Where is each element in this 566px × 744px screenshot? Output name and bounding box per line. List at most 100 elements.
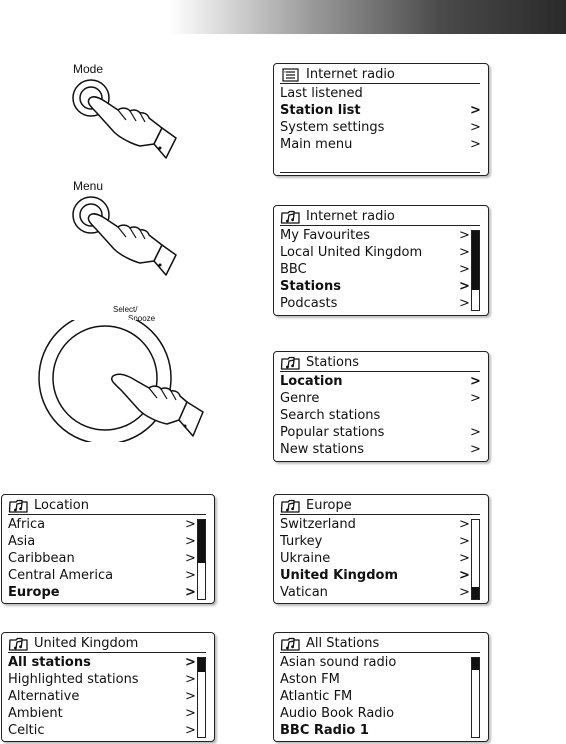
- scrollbar[interactable]: [471, 230, 480, 311]
- menu-item-label: Podcasts: [280, 296, 338, 311]
- screen-header-title: Internet radio: [306, 209, 395, 224]
- menu-item-label: Switzerland: [280, 517, 356, 532]
- scrollbar-thumb[interactable]: [198, 658, 205, 673]
- scrollbar-thumb[interactable]: [472, 658, 479, 670]
- chevron-right-icon: >: [470, 442, 481, 457]
- menu-item-selected[interactable]: Europe>: [8, 584, 206, 601]
- screen-header-title: All Stations: [306, 636, 380, 651]
- scrollbar-thumb[interactable]: [472, 231, 479, 291]
- menu-item-label: My Favourites: [280, 228, 371, 243]
- menu-item-label: Ukraine: [280, 551, 331, 566]
- scrollbar[interactable]: [471, 657, 480, 738]
- menu-item[interactable]: Main menu>: [280, 136, 481, 153]
- menu-item-label: Last listened: [280, 86, 363, 101]
- menu-list: Switzerland>Turkey>Ukraine>United Kingdo…: [280, 516, 480, 601]
- menu-item[interactable]: Asian sound radio: [280, 654, 480, 671]
- menu-item-label: Location: [280, 374, 343, 389]
- menu-list: Africa>Asia>Caribbean>Central America>Eu…: [8, 516, 206, 601]
- menu-item[interactable]: Vatican>: [280, 584, 480, 601]
- mode-button-press-illustration: [72, 79, 177, 159]
- menu-item[interactable]: My Favourites >: [280, 227, 480, 244]
- menu-item[interactable]: Search stations: [280, 407, 480, 424]
- chevron-right-icon: >: [185, 655, 196, 670]
- scrollbar-thumb[interactable]: [472, 587, 479, 599]
- menu-item-selected[interactable]: Location >: [280, 373, 481, 390]
- folder-music-icon: [8, 499, 30, 513]
- menu-item-selected[interactable]: All stations >: [8, 654, 206, 671]
- menu-item-label: Stations: [280, 279, 341, 294]
- pressing-hand-icon: [87, 96, 177, 159]
- chevron-right-icon: >: [185, 723, 196, 738]
- menu-item[interactable]: Atlantic FM: [280, 688, 480, 705]
- menu-item-label: Vatican: [280, 585, 328, 600]
- menu-item[interactable]: Local United Kingdom>: [280, 244, 480, 261]
- pressing-hand-icon: [110, 373, 204, 437]
- chevron-right-icon: >: [470, 391, 481, 406]
- menu-item-selected[interactable]: Station list>: [280, 102, 481, 119]
- menu-item-label: Celtic: [8, 723, 45, 738]
- menu-item[interactable]: Highlighted stations>: [8, 671, 206, 688]
- screen-header-title: Europe: [306, 498, 352, 513]
- menu-item[interactable]: Caribbean>: [8, 550, 206, 567]
- menu-item-label: Popular stations: [280, 425, 385, 440]
- screen-header: Stations: [280, 354, 480, 372]
- screen-header-title: Location: [34, 498, 89, 513]
- snooze-label: Snooze: [128, 314, 156, 323]
- header-gradient-bar: [0, 0, 566, 34]
- chevron-right-icon: >: [470, 374, 481, 389]
- scrollbar[interactable]: [197, 657, 206, 738]
- menu-item-label: BBC: [280, 262, 307, 277]
- scrollbar[interactable]: [197, 519, 206, 600]
- menu-item[interactable]: Podcasts>: [280, 295, 480, 312]
- chevron-right-icon: >: [459, 262, 470, 277]
- chevron-right-icon: >: [185, 689, 196, 704]
- screen-header: All Stations: [280, 635, 480, 653]
- menu-item-label: Local United Kingdom: [280, 245, 423, 260]
- menu-item[interactable]: Alternative>: [8, 688, 206, 705]
- menu-button-press-illustration: [72, 196, 177, 276]
- menu-item-label: Caribbean: [8, 551, 75, 566]
- menu-item[interactable]: Asia>: [8, 533, 206, 550]
- menu-item[interactable]: Popular stations>: [280, 424, 481, 441]
- menu-item-selected[interactable]: United Kingdom>: [280, 567, 480, 584]
- scrollbar[interactable]: [471, 519, 480, 600]
- menu-item[interactable]: Africa>: [8, 516, 206, 533]
- menu-item[interactable]: System settings>: [280, 119, 481, 136]
- menu-item-label: All stations: [8, 655, 91, 670]
- menu-item[interactable]: Last listened: [280, 85, 480, 102]
- chevron-right-icon: >: [459, 534, 470, 549]
- menu-item-selected[interactable]: Stations>: [280, 278, 480, 295]
- menu-item[interactable]: Turkey>: [280, 533, 480, 550]
- screen-header-title: Stations: [306, 355, 359, 370]
- menu-item-label: Atlantic FM: [280, 689, 353, 704]
- menu-item[interactable]: Switzerland >: [280, 516, 480, 533]
- menu-item[interactable]: Aston FM: [280, 671, 480, 688]
- screen-header: Europe: [280, 497, 480, 515]
- menu-item[interactable]: Genre>: [280, 390, 481, 407]
- menu-item[interactable]: Celtic >: [8, 722, 206, 739]
- menu-item[interactable]: New stations>: [280, 441, 481, 458]
- menu-list: My Favourites>Local United Kingdom>BBC>S…: [280, 227, 480, 312]
- chevron-right-icon: >: [459, 228, 470, 243]
- menu-item-selected[interactable]: BBC Radio 1: [280, 722, 480, 739]
- menu-item[interactable]: Central America>: [8, 567, 206, 584]
- mode-label: Mode: [73, 62, 104, 76]
- menu-item-label: Highlighted stations: [8, 672, 139, 687]
- chevron-right-icon: >: [470, 120, 481, 135]
- menu-item[interactable]: Ukraine>: [280, 550, 480, 567]
- chevron-right-icon: >: [459, 517, 470, 532]
- menu-item[interactable]: Ambient>: [8, 705, 206, 722]
- list-footer-divider: [280, 172, 480, 173]
- chevron-right-icon: >: [470, 103, 481, 118]
- scrollbar-thumb[interactable]: [198, 520, 205, 564]
- menu-item[interactable]: BBC >: [280, 261, 480, 278]
- screen-header-title: United Kingdom: [34, 636, 139, 651]
- menu-item[interactable]: Audio Book Radio: [280, 705, 480, 722]
